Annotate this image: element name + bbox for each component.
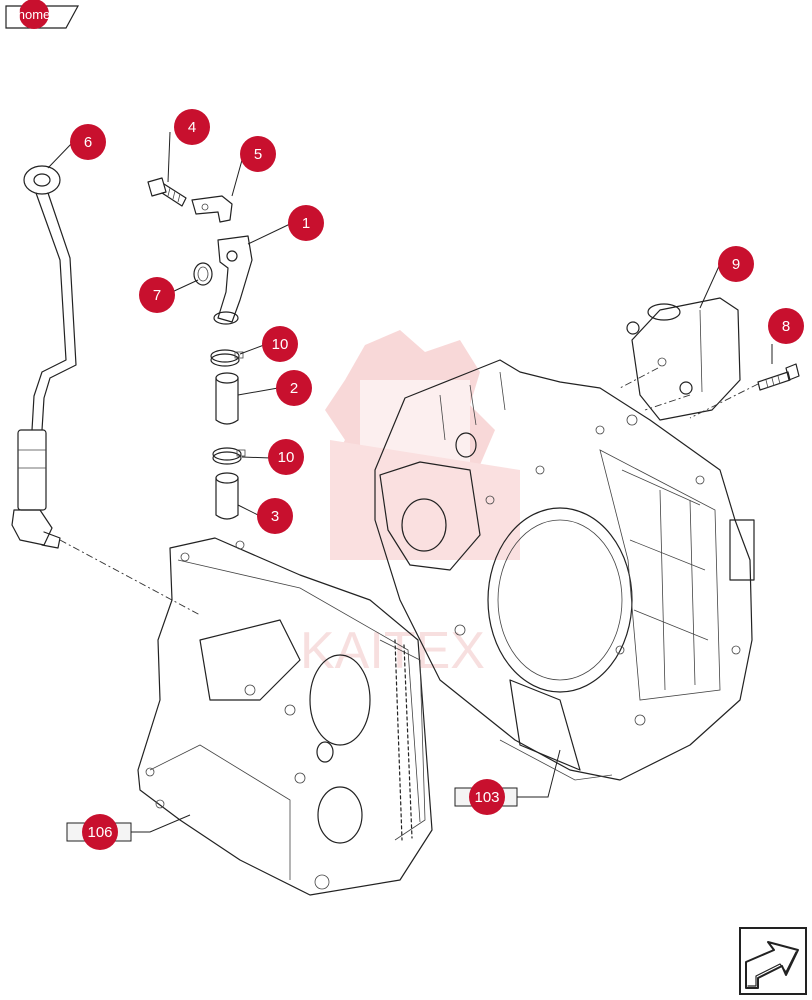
- callout-2[interactable]: 2: [276, 370, 312, 406]
- home-button[interactable]: home: [5, 0, 80, 29]
- callout-8[interactable]: 8: [768, 308, 804, 344]
- hose-clamp-part-10-lower: [212, 447, 246, 465]
- assembly-line-9b: [644, 394, 691, 411]
- watermark: KAITEX: [300, 330, 520, 680]
- bracket-part-5: [191, 195, 233, 223]
- svg-text:7: 7: [153, 287, 161, 304]
- callout-6[interactable]: 6: [70, 124, 106, 160]
- svg-text:10: 10: [278, 449, 295, 466]
- svg-text:106: 106: [87, 824, 112, 841]
- arrow-next-page-icon[interactable]: [739, 927, 807, 995]
- hose-part-2: [215, 372, 239, 425]
- breather-fitting-part-1: [213, 235, 253, 325]
- callout-1[interactable]: 1: [288, 205, 324, 241]
- hose-part-3: [215, 472, 239, 520]
- leader-lines: [47, 131, 773, 833]
- callout-10b[interactable]: 10: [268, 439, 304, 475]
- svg-text:1: 1: [302, 215, 310, 232]
- svg-text:10: 10: [272, 336, 289, 353]
- callout-10a[interactable]: 10: [262, 326, 298, 362]
- callout-9[interactable]: 9: [718, 246, 754, 282]
- callout-4[interactable]: 4: [174, 109, 210, 145]
- assembly-line-6: [59, 539, 201, 616]
- svg-text:5: 5: [254, 146, 262, 163]
- timing-plate-part-106: [137, 537, 433, 896]
- svg-text:2: 2: [290, 380, 298, 397]
- svg-text:6: 6: [84, 134, 92, 151]
- callout-7[interactable]: 7: [139, 277, 175, 313]
- svg-text:9: 9: [732, 256, 740, 273]
- flywheel-housing-part-103: [374, 359, 755, 781]
- hose-clamp-part-10-upper: [210, 349, 244, 367]
- bolt-part-8: [757, 363, 800, 391]
- svg-text:3: 3: [271, 508, 279, 525]
- callout-3[interactable]: 3: [257, 498, 293, 534]
- assembly-line-8: [689, 383, 759, 419]
- callout-106[interactable]: 106: [82, 814, 118, 850]
- home-button-label: home: [18, 7, 51, 22]
- svg-text:8: 8: [782, 318, 790, 335]
- svg-text:103: 103: [474, 789, 499, 806]
- washer-part-7: [193, 262, 213, 286]
- oil-pipe-part-6: [11, 165, 77, 549]
- bolt-part-4: [147, 177, 187, 207]
- sensor-unit-part-9: [626, 297, 741, 421]
- svg-text:4: 4: [188, 119, 196, 136]
- watermark-text: KAITEX: [300, 622, 485, 680]
- callout-5[interactable]: 5: [240, 136, 276, 172]
- assembly-line-9a: [619, 367, 659, 389]
- callout-103[interactable]: 103: [469, 779, 505, 815]
